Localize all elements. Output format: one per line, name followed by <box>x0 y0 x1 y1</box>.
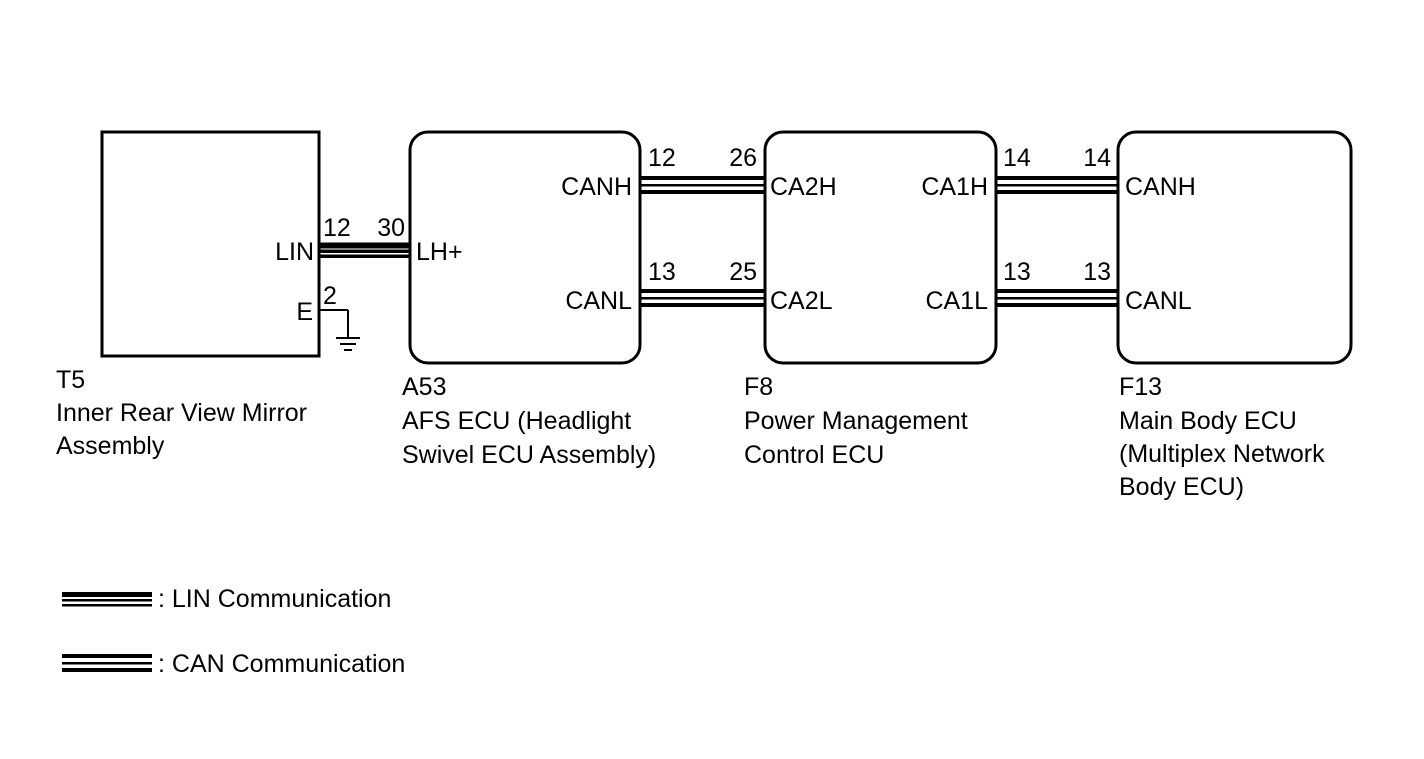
f13-name-line1: Main Body ECU <box>1119 407 1297 435</box>
can-wire-canl-f8-f13 <box>996 289 1118 307</box>
f8-name-line1: Power Management <box>744 407 968 435</box>
f8-ca2h-label: CA2H <box>770 173 837 201</box>
f8-ca1h-label: CA1H <box>921 173 988 201</box>
can-wire-canh-f8-f13 <box>996 176 1118 194</box>
a53-code: A53 <box>402 373 446 401</box>
f8-ca2l-label: CA2L <box>770 287 833 315</box>
a53-name-line2: Swivel ECU Assembly) <box>402 441 656 469</box>
a53-canh-pin: 12 <box>648 144 676 172</box>
f8-ca2l-pin: 25 <box>729 258 757 286</box>
f8-ca1l-pin: 13 <box>1003 258 1031 286</box>
f13-code: F13 <box>1119 373 1162 401</box>
t5-e-label: E <box>296 298 313 326</box>
can-wire-canh-a53-f8 <box>640 176 765 194</box>
t5-code: T5 <box>56 366 85 394</box>
a53-canl-label: CANL <box>565 287 632 315</box>
t5-e-pin: 2 <box>323 282 337 310</box>
t5-lin-pin: 12 <box>323 214 351 242</box>
f8-ca1h-pin: 14 <box>1003 144 1031 172</box>
t5-name-line2: Assembly <box>56 432 165 460</box>
f8-code: F8 <box>744 373 773 401</box>
t5-lin-label: LIN <box>275 238 314 266</box>
legend-can-swatch <box>62 654 152 672</box>
f8-box <box>763 130 998 365</box>
f13-canl-pin: 13 <box>1083 258 1111 286</box>
t5-name-line1: Inner Rear View Mirror <box>56 399 307 427</box>
a53-canl-pin: 13 <box>648 258 676 286</box>
f13-canl-label: CANL <box>1125 287 1192 315</box>
f13-box <box>1116 130 1353 365</box>
a53-name-line1: AFS ECU (Headlight <box>402 407 631 435</box>
f13-canh-pin: 14 <box>1083 144 1111 172</box>
f13-name-line3: Body ECU) <box>1119 473 1244 501</box>
legend-lin-swatch <box>62 592 152 607</box>
can-wire-canl-a53-f8 <box>640 289 765 307</box>
f8-ca2h-pin: 26 <box>729 144 757 172</box>
a53-lin-pin: 30 <box>377 214 405 242</box>
t5-box <box>100 130 321 358</box>
lin-wire <box>318 242 411 258</box>
legend-can-label: : CAN Communication <box>158 650 405 678</box>
legend-lin-label: : LIN Communication <box>158 585 391 613</box>
a53-canh-label: CANH <box>561 173 632 201</box>
f13-canh-label: CANH <box>1125 173 1196 201</box>
a53-lin-label: LH+ <box>416 238 463 266</box>
ground-icon <box>319 309 360 351</box>
f8-name-line2: Control ECU <box>744 441 884 469</box>
f8-ca1l-label: CA1L <box>925 287 988 315</box>
f13-name-line2: (Multiplex Network <box>1119 440 1325 468</box>
